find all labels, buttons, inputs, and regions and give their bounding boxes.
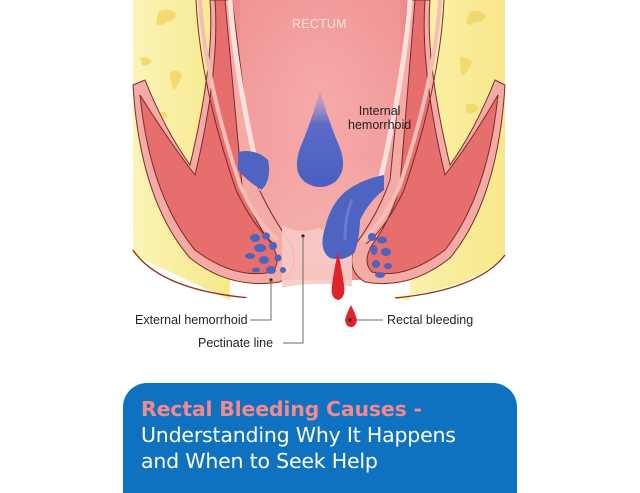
banner-title-dash: - (406, 397, 423, 421)
rectal-wall-right (351, 0, 506, 285)
prolapsed-hemorrhoid-shape (322, 175, 384, 260)
label-internal-hemorrhoid: Internal hemorrhoid (348, 104, 411, 132)
banner-title-accent: Rectal Bleeding Causes (141, 397, 407, 421)
title-banner: Rectal Bleeding Causes - Understanding W… (123, 383, 517, 493)
banner-subtitle-line1: Understanding Why It Happens (141, 423, 456, 447)
label-internal-line2: hemorrhoid (348, 118, 412, 132)
banner-subtitle-line2: and When to Seek Help (141, 449, 378, 473)
label-internal-line1: Internal (358, 104, 401, 118)
label-external-hemorrhoid: External hemorrhoid (135, 313, 248, 327)
internal-hemorrhoid-shape (296, 90, 344, 187)
label-rectum: RECTUM (292, 17, 347, 31)
leader-pectinate (283, 236, 304, 344)
label-pectinate-line: Pectinate line (198, 336, 274, 350)
leader-external (250, 280, 272, 321)
anatomy-illustration (132, 0, 506, 344)
label-rectal-bleeding: Rectal bleeding (387, 313, 474, 327)
blood-drip (331, 252, 345, 300)
blood-drop-small (345, 305, 357, 327)
external-hemorrhoid-right (368, 233, 392, 278)
banner-title-line: Rectal Bleeding Causes - (141, 396, 517, 422)
external-hemorrhoid-left (245, 232, 286, 274)
